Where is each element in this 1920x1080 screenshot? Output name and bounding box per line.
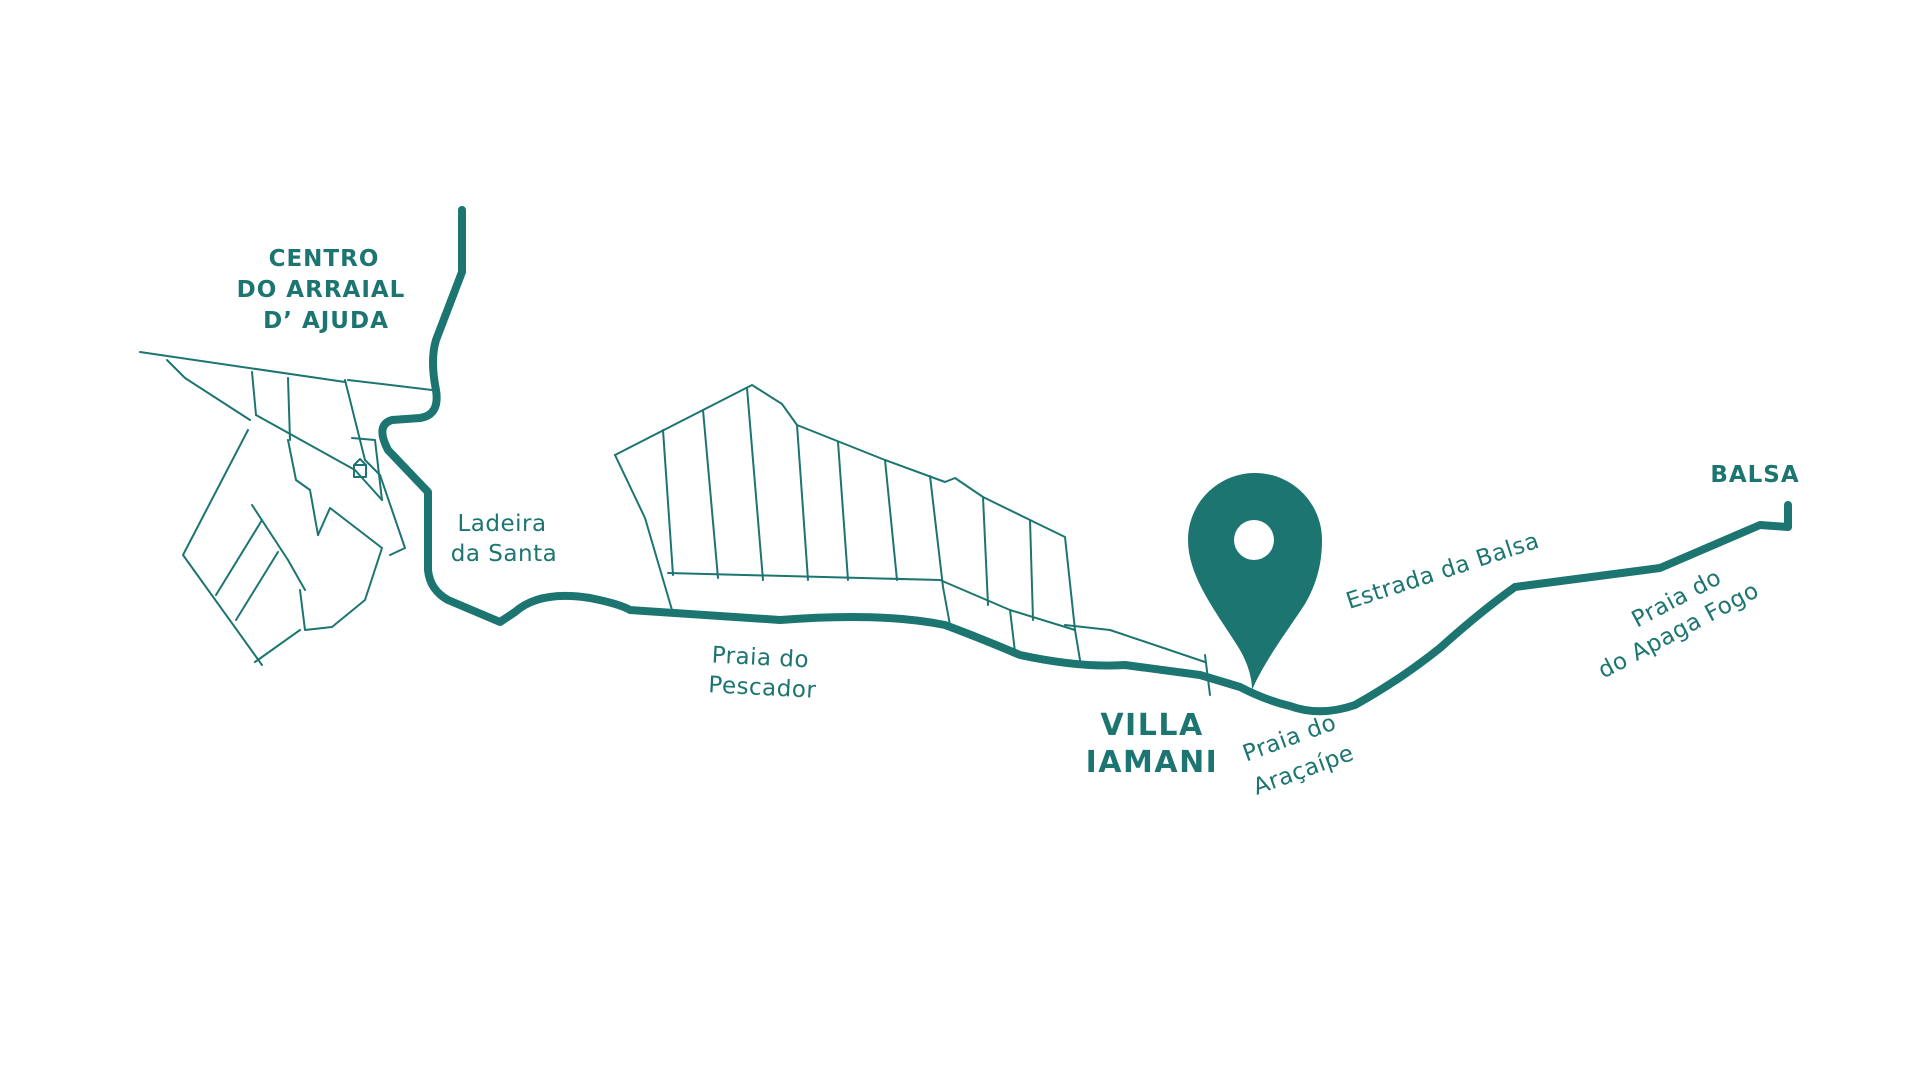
town-blocks-pescador [614,384,1211,696]
label-pescador-line2: Pescador [708,672,817,704]
label-villa-line2: IAMANI [1086,745,1219,780]
map-pin-hole [1234,520,1274,560]
label-centro-line3: D’ AJUDA [263,308,389,334]
label-ladeira-line2: da Santa [451,541,557,567]
map-pin-icon[interactable] [1188,473,1322,690]
label-villa-line1: VILLA [1100,708,1203,743]
label-balsa: BALSA [1710,462,1799,488]
main-road [378,206,1792,716]
church-icon [353,458,367,478]
label-estrada-balsa: Estrada da Balsa [1343,528,1543,615]
label-pescador-line1: Praia do [711,642,810,673]
label-centro-line2: DO ARRAIAL [237,277,406,303]
label-ladeira-line1: Ladeira [457,511,546,537]
town-blocks-west [139,351,433,666]
label-centro-line1: CENTRO [269,246,380,272]
